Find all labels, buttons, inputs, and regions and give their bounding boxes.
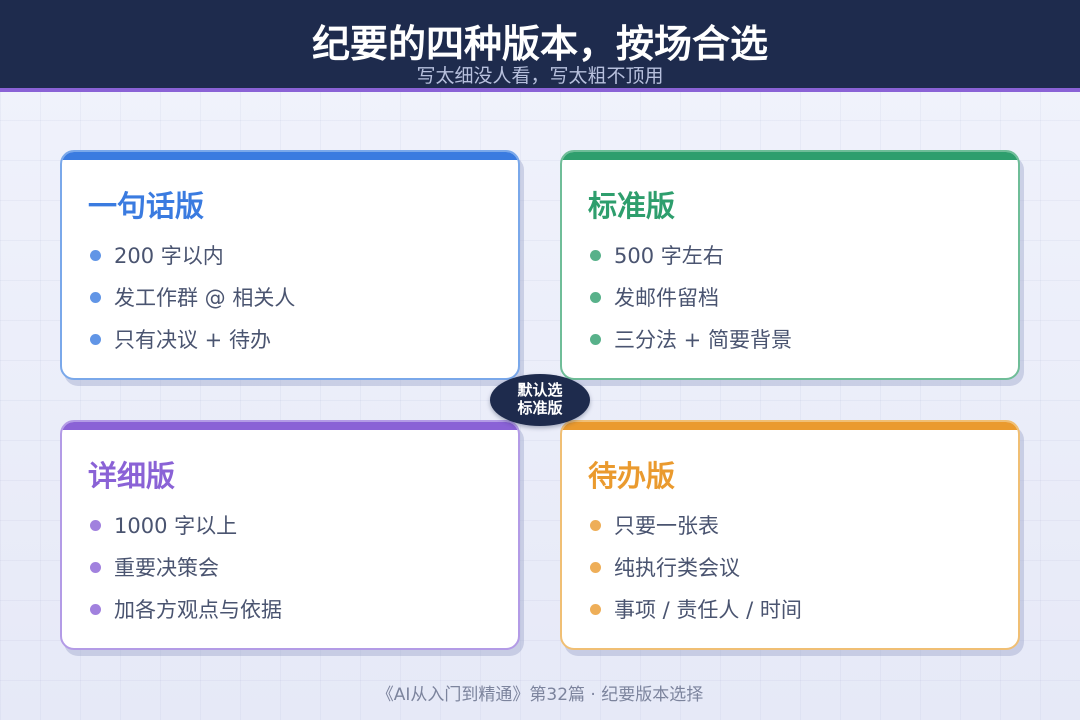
card-title: 待办版 — [588, 459, 676, 493]
list-item-text: 只要一张表 — [614, 514, 719, 538]
list-item-text: 1000 字以上 — [114, 514, 238, 538]
bullet-dot-icon — [590, 603, 601, 615]
bullet-dot-icon — [90, 291, 101, 303]
list-item-text: 500 字左右 — [614, 244, 724, 268]
list-item: 500 字左右 — [590, 234, 792, 276]
list-item: 事项 / 责任人 / 时间 — [590, 588, 802, 630]
list-item: 只要一张表 — [590, 504, 802, 546]
bullet-dot-icon — [590, 561, 601, 573]
default-choice-badge: 默认选 标准版 — [490, 374, 590, 426]
card-item-list: 只要一张表 纯执行类会议 事项 / 责任人 / 时间 — [590, 504, 802, 630]
card-item-list: 500 字左右 发邮件留档 三分法 + 简要背景 — [590, 234, 792, 360]
card-item-list: 1000 字以上 重要决策会 加各方观点与依据 — [90, 504, 282, 630]
page-title: 纪要的四种版本，按场合选 — [311, 22, 768, 66]
card-accent-bar — [562, 152, 1018, 160]
bullet-dot-icon — [90, 603, 101, 615]
list-item: 加各方观点与依据 — [90, 588, 282, 630]
list-item-text: 只有决议 + 待办 — [114, 328, 271, 352]
list-item-text: 事项 / 责任人 / 时间 — [614, 598, 802, 622]
list-item-text: 重要决策会 — [114, 556, 219, 580]
bullet-dot-icon — [90, 249, 101, 261]
card-todo-version: 待办版 只要一张表 纯执行类会议 事项 / 责任人 / 时间 — [560, 420, 1020, 650]
list-item-text: 加各方观点与依据 — [114, 598, 282, 622]
badge-line-1: 默认选 — [517, 381, 563, 399]
card-accent-bar — [62, 422, 518, 430]
bullet-dot-icon — [590, 249, 601, 261]
page-subtitle: 写太细没人看，写太粗不顶用 — [416, 65, 664, 87]
card-one-line-version: 一句话版 200 字以内 发工作群 @ 相关人 只有决议 + 待办 — [60, 150, 520, 380]
bullet-dot-icon — [90, 561, 101, 573]
list-item: 1000 字以上 — [90, 504, 282, 546]
bullet-dot-icon — [90, 333, 101, 345]
list-item: 纯执行类会议 — [590, 546, 802, 588]
card-accent-bar — [62, 152, 518, 160]
list-item-text: 纯执行类会议 — [614, 556, 740, 580]
card-item-list: 200 字以内 发工作群 @ 相关人 只有决议 + 待办 — [90, 234, 295, 360]
list-item: 200 字以内 — [90, 234, 295, 276]
list-item: 发工作群 @ 相关人 — [90, 276, 295, 318]
bullet-dot-icon — [90, 519, 101, 531]
card-title: 详细版 — [88, 459, 176, 493]
list-item-text: 200 字以内 — [114, 244, 224, 268]
card-detailed-version: 详细版 1000 字以上 重要决策会 加各方观点与依据 — [60, 420, 520, 650]
card-title: 标准版 — [588, 189, 676, 223]
card-accent-bar — [562, 422, 1018, 430]
bullet-dot-icon — [590, 333, 601, 345]
list-item: 发邮件留档 — [590, 276, 792, 318]
bullet-dot-icon — [590, 291, 601, 303]
badge-line-2: 标准版 — [517, 399, 563, 417]
list-item: 重要决策会 — [90, 546, 282, 588]
footer-caption: 《AI从入门到精通》第32篇 · 纪要版本选择 — [376, 685, 704, 705]
bullet-dot-icon — [590, 519, 601, 531]
list-item-text: 发工作群 @ 相关人 — [114, 286, 296, 310]
card-standard-version: 标准版 500 字左右 发邮件留档 三分法 + 简要背景 — [560, 150, 1020, 380]
list-item: 三分法 + 简要背景 — [590, 318, 792, 360]
card-title: 一句话版 — [88, 189, 205, 223]
header-banner: 纪要的四种版本，按场合选 写太细没人看，写太粗不顶用 — [0, 0, 1080, 92]
list-item-text: 三分法 + 简要背景 — [614, 328, 792, 352]
list-item-text: 发邮件留档 — [614, 286, 719, 310]
list-item: 只有决议 + 待办 — [90, 318, 295, 360]
